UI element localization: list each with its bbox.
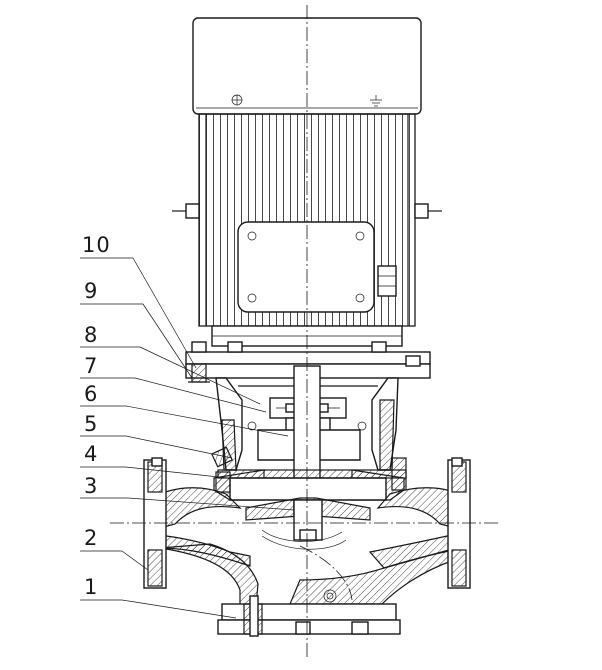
- callout-4: 4: [84, 442, 98, 466]
- callout-1: 1: [84, 575, 98, 599]
- terminal-box: [237, 221, 375, 313]
- callout-7: 7: [84, 354, 98, 378]
- lifting-lug-left: [172, 203, 200, 219]
- callout-5: 5: [84, 412, 98, 436]
- discharge-flange: [447, 457, 471, 589]
- callout-leaders: [80, 257, 295, 619]
- earth-symbol-icon: [370, 95, 382, 107]
- callout-2: 2: [84, 526, 98, 550]
- callout-6: 6: [84, 382, 98, 406]
- callout-9: 9: [84, 279, 98, 303]
- suction-flange: [143, 457, 167, 589]
- pump-base: [217, 589, 401, 637]
- callout-3: 3: [84, 474, 98, 498]
- callout-8: 8: [84, 323, 98, 347]
- pump-casing: [143, 446, 471, 637]
- lifting-lug-right: [414, 203, 442, 219]
- cable-gland: [377, 265, 397, 297]
- vent-plug: [210, 446, 234, 468]
- callout-10: 10: [82, 233, 111, 257]
- callout-numbers: 10 9 8 7 6 5 4 3 2 1: [82, 233, 111, 599]
